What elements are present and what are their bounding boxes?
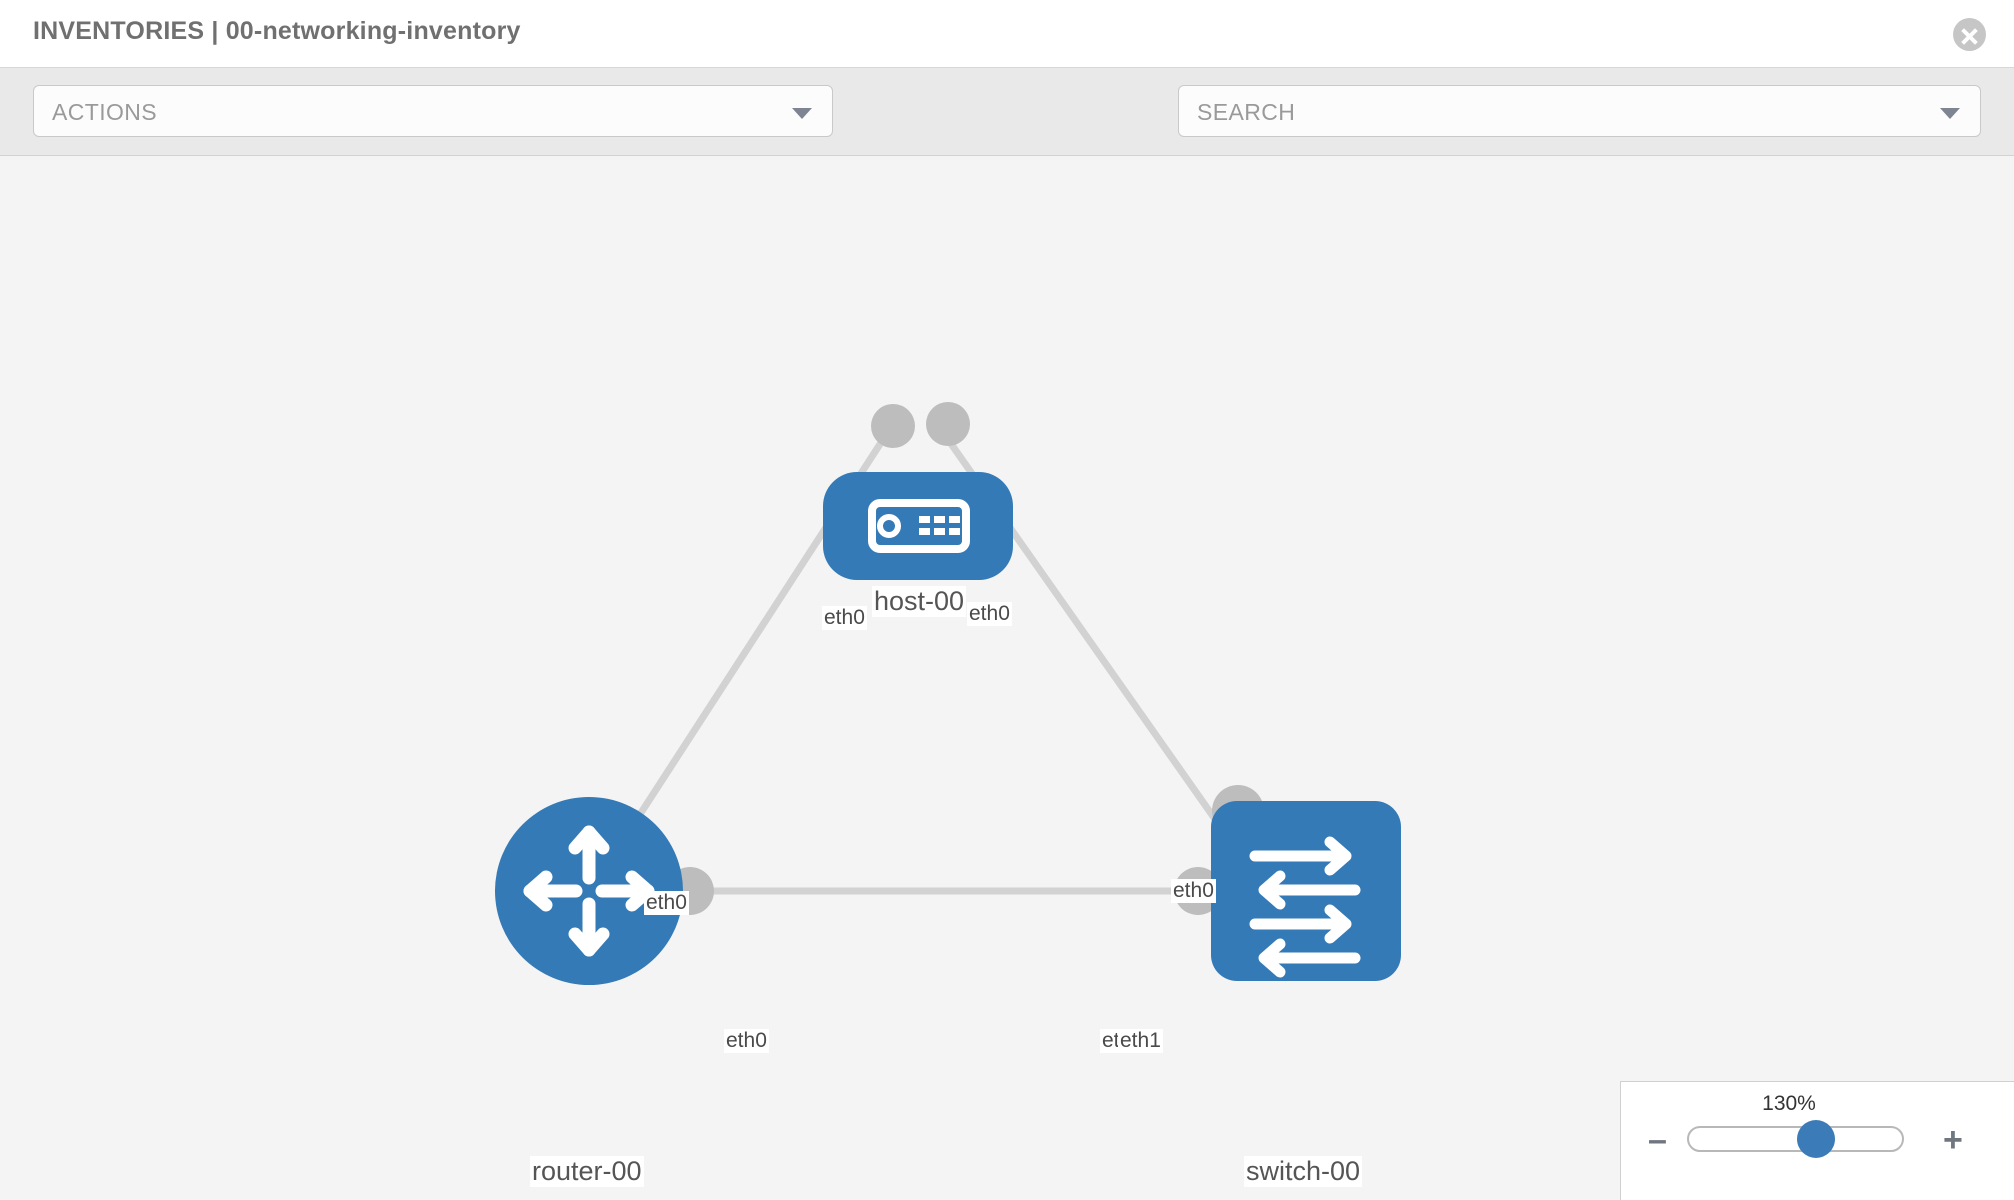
zoom-slider-thumb[interactable] [1797,1120,1835,1158]
page-title: INVENTORIES | 00-networking-inventory [33,17,521,45]
socket-host-left[interactable] [871,404,915,448]
actions-dropdown-label: ACTIONS [52,99,158,125]
node-label-host-00: host-00 [872,586,967,617]
port-label-router-to-switch: eth0 [724,1029,769,1054]
node-label-switch-00: switch-00 [1244,1156,1363,1187]
node-router-00[interactable] [495,797,683,985]
search-placeholder: SEARCH [1197,99,1296,125]
zoom-percent-label: 130% [1762,1092,1816,1115]
actions-dropdown[interactable]: ACTIONS [33,85,833,137]
zoom-control-panel: 130% – + [1620,1081,2014,1200]
topology-canvas[interactable]: host-00 router-00 switch-00 eth0 eth0 et… [0,156,2014,1200]
server-device-icon [868,499,970,553]
chevron-down-icon [792,108,812,119]
minus-icon[interactable]: – [1648,1121,1667,1159]
port-label-router-to-host: eth0 [644,891,689,916]
toolbar: ACTIONS SEARC [0,68,2014,201]
plus-icon[interactable]: + [1943,1121,1963,1159]
port-label-host-to-router: eth0 [822,606,867,631]
port-label-host-to-switch: eth0 [967,602,1012,627]
topology-graph [495,402,1401,985]
close-icon[interactable] [1953,18,1986,51]
node-switch-00[interactable] [1211,801,1401,981]
search-input[interactable]: SEARCH [1178,85,1981,137]
page-header: INVENTORIES | 00-networking-inventory [0,0,2014,68]
switch-arrows-icon [1249,836,1361,978]
node-label-router-00: router-00 [530,1156,644,1187]
port-label-switch-to-host: eth0 [1171,879,1216,904]
port-label-switch-to-router: eth1 [1118,1029,1163,1054]
socket-host-right[interactable] [926,402,970,446]
search-chevron-down-icon[interactable] [1940,108,1960,119]
zoom-slider-track[interactable] [1687,1126,1904,1152]
node-host-00[interactable] [823,472,1013,580]
